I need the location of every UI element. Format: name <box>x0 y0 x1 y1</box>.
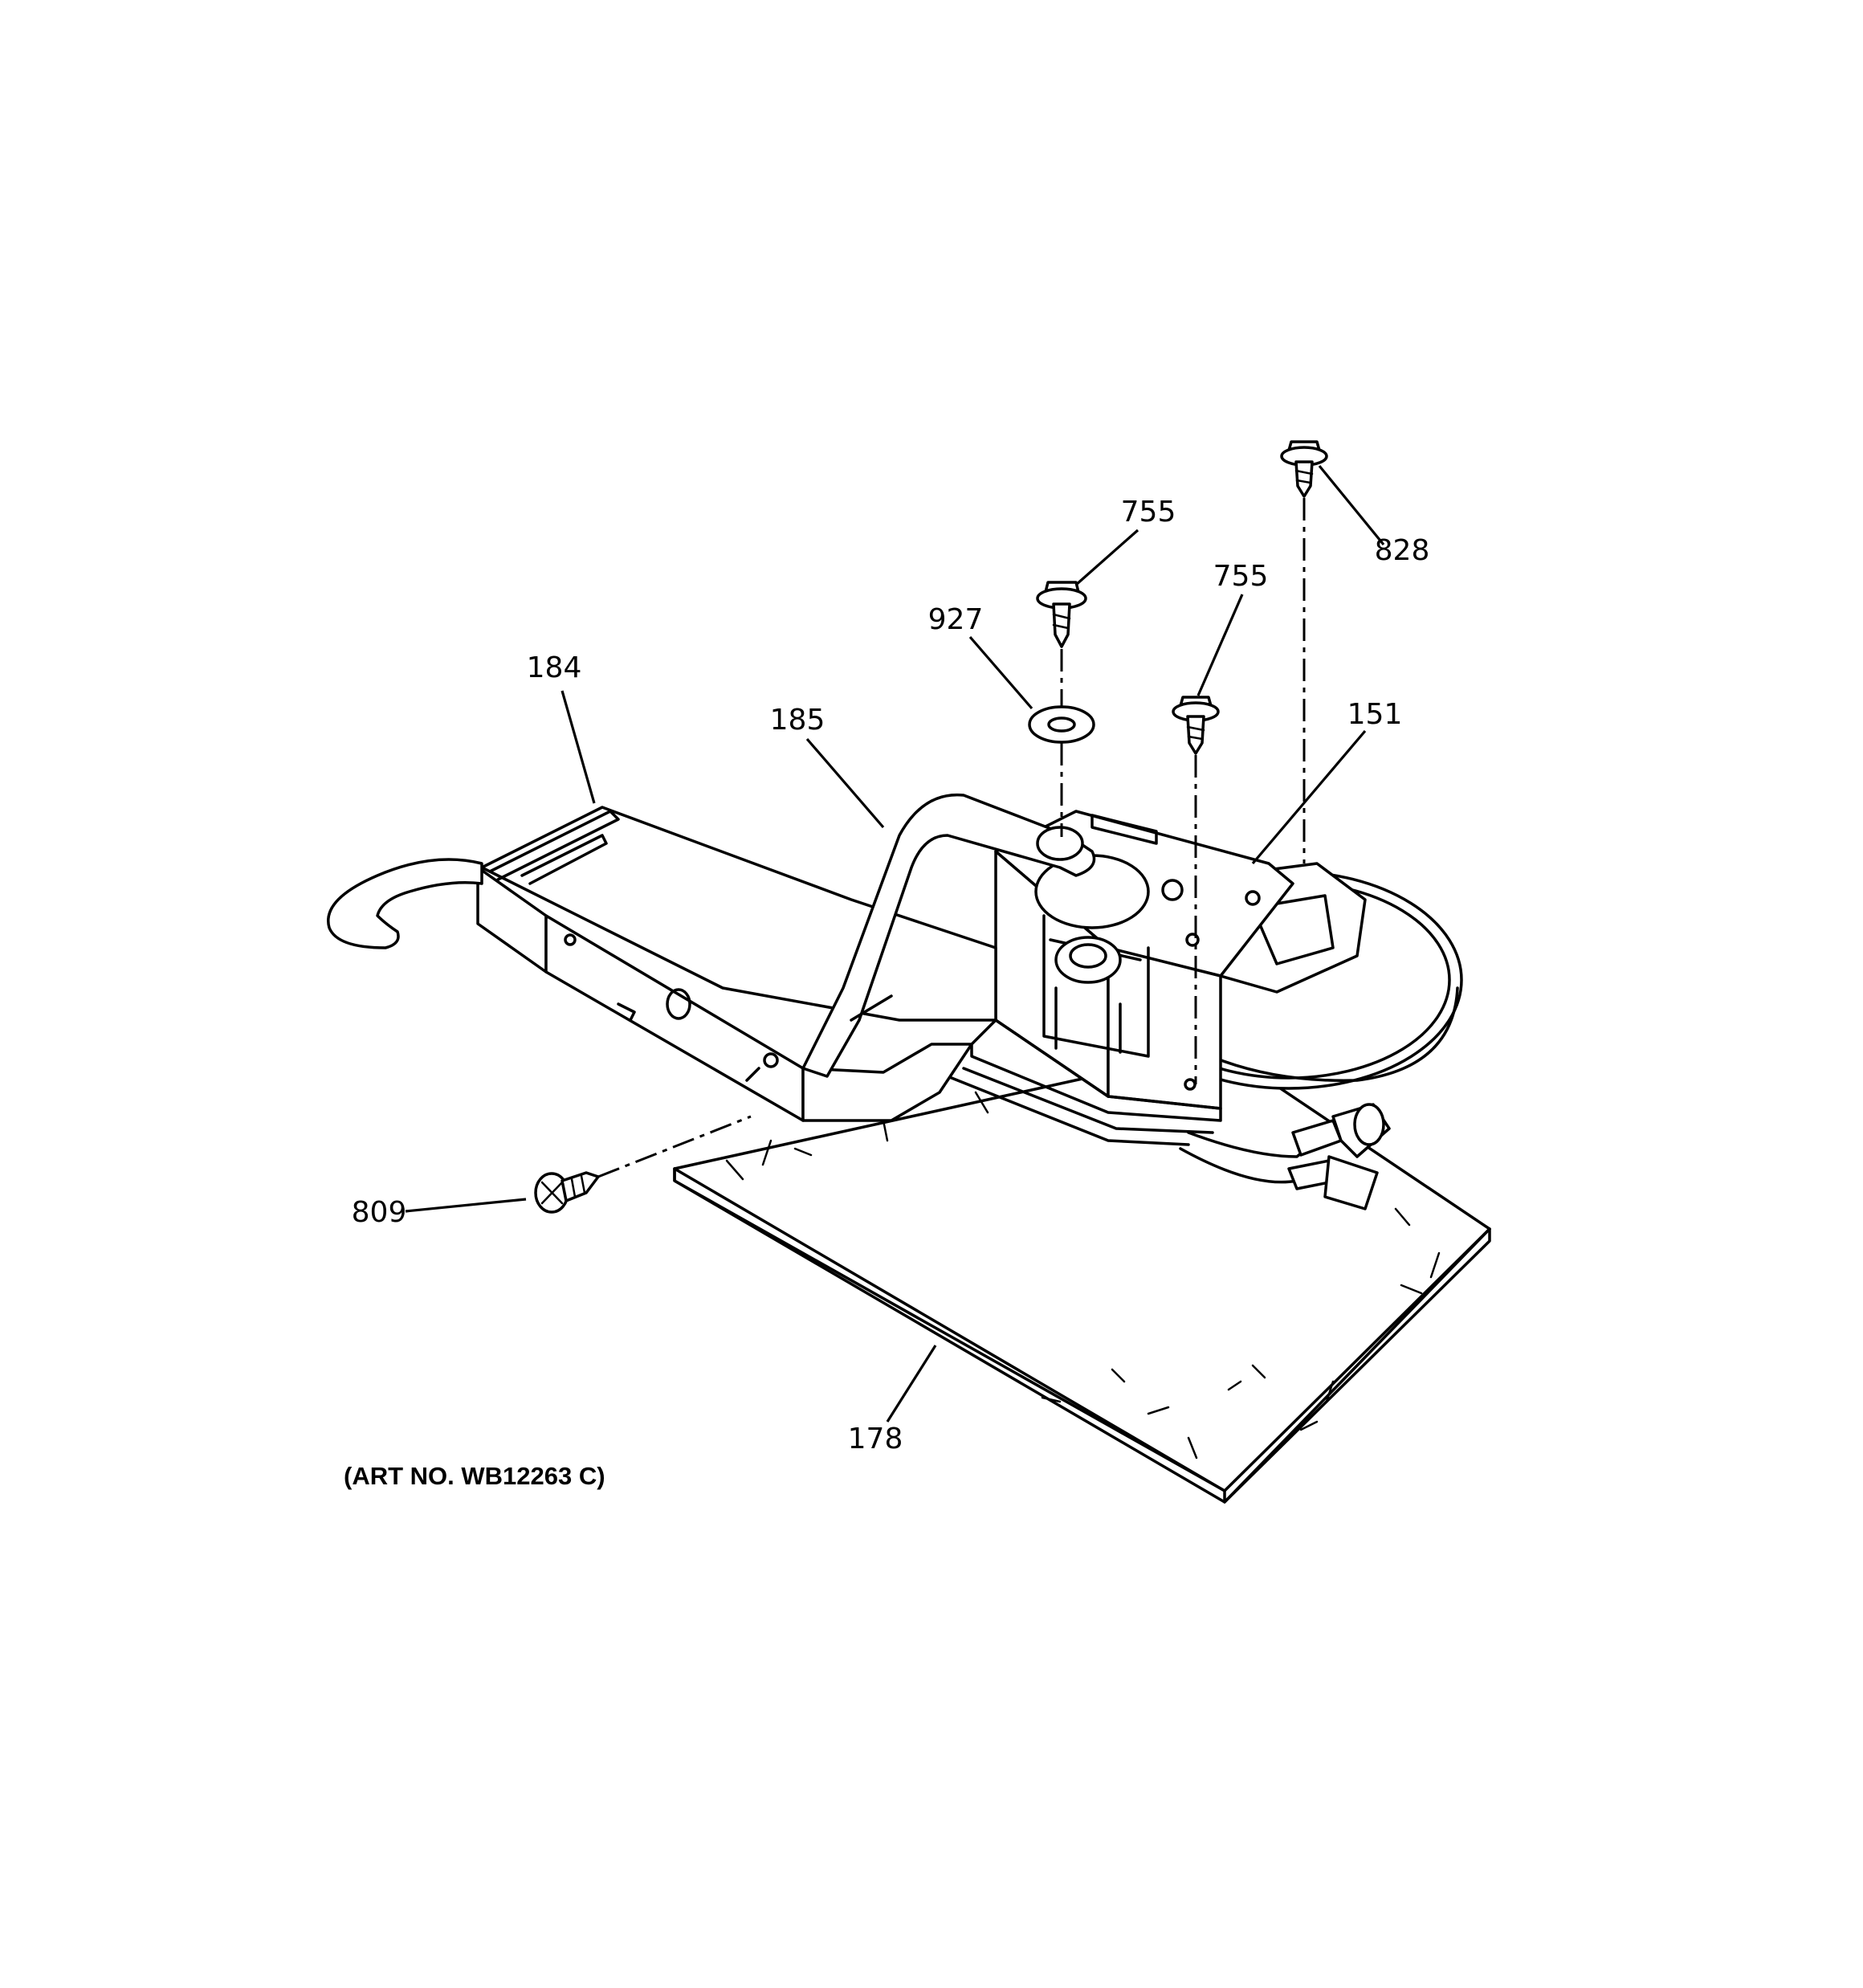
insulation-pad-178 <box>673 1047 1491 1504</box>
screw-828 <box>1280 440 1328 498</box>
art-number-label: (ART NO. WB12263 C) <box>344 1462 605 1490</box>
callout-184: 184 <box>526 651 582 684</box>
callout-151: 151 <box>1347 698 1403 731</box>
callout-927: 927 <box>927 603 984 636</box>
assembly-lines <box>597 498 1306 1178</box>
callout-755-top: 755 <box>1120 496 1176 529</box>
wire-harness <box>1179 1103 1391 1210</box>
screw-755-a <box>1036 581 1087 648</box>
callout-178: 178 <box>847 1423 903 1455</box>
callout-809: 809 <box>351 1196 407 1229</box>
motor-assembly-151 <box>946 810 1367 1146</box>
callout-828: 828 <box>1374 534 1430 567</box>
leader-lines <box>405 464 1385 1423</box>
callout-755-right: 755 <box>1213 560 1269 593</box>
callout-185: 185 <box>769 704 826 737</box>
screw-755-b <box>1172 696 1220 755</box>
washer-927 <box>1028 705 1095 744</box>
strap-185 <box>801 793 1096 1078</box>
screw-809 <box>534 1171 600 1214</box>
